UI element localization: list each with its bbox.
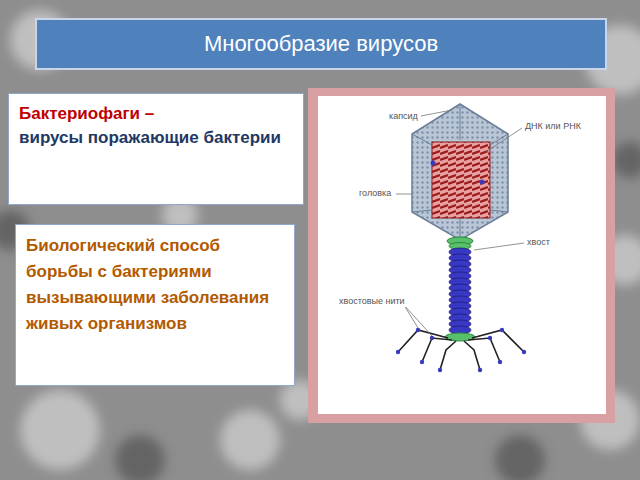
part-label: капсид [388,111,419,122]
part-label: ДНК или РНК [524,121,582,132]
phage-frame [308,88,615,423]
part-label: головка [358,188,392,199]
leader-lines [396,110,524,336]
part-label: хвостовые нити [338,296,406,307]
bacteriophage-drawing [396,104,526,372]
box-body: вирусы поражающие бактерии [19,126,293,150]
slide-title: Многообразие вирусов [204,31,438,57]
part-label: хвост [526,237,551,248]
title-banner: Многообразие вирусов [35,18,607,70]
text-box: Биологический способ борьбы с бактериями… [15,224,295,386]
text-box: Бактериофаги –вирусы поражающие бактерии [8,93,304,205]
box-heading: Бактериофаги – [19,102,293,126]
box-heading: Биологический способ борьбы с бактериями… [26,233,284,337]
